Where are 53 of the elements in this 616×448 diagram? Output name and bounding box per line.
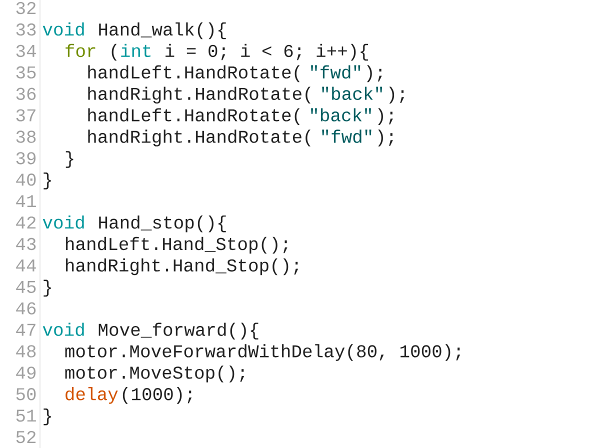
line-number: 33 xyxy=(16,23,36,36)
code-text: motor.MoveForwardWithDelay(80, 1000); xyxy=(65,344,460,361)
code-keyword: void xyxy=(42,322,84,336)
code-text: handRight.HandRotate( xyxy=(88,130,310,146)
line-number: 46 xyxy=(16,302,36,314)
line-number: 52 xyxy=(16,430,36,444)
code-text: ); xyxy=(367,65,382,82)
code-keyword: int xyxy=(121,44,150,58)
line-number: 47 xyxy=(16,324,36,336)
line-number: 37 xyxy=(16,109,36,122)
code-text: Move_forward(){ xyxy=(98,322,258,340)
code-text: Hand_stop(){ xyxy=(99,215,226,232)
code-function: delay xyxy=(66,387,118,404)
code-text: ); xyxy=(378,108,393,125)
line-number: 39 xyxy=(16,152,36,164)
line-number: 48 xyxy=(16,345,36,358)
code-text: handLeft.HandRotate( xyxy=(88,65,300,82)
code-text: handRight.Hand_Stop(); xyxy=(66,258,298,276)
code-string: "back" xyxy=(311,108,371,122)
code-string: "fwd" xyxy=(311,65,360,79)
code-text: ( xyxy=(112,44,117,61)
code-text: handLeft.Hand_Stop(); xyxy=(66,236,288,254)
code-text: (1000); xyxy=(122,387,192,404)
code-keyword: for xyxy=(66,44,96,58)
line-number: 44 xyxy=(16,260,36,272)
line-number: 49 xyxy=(16,366,36,379)
code-text: } xyxy=(44,172,51,190)
line-number: 34 xyxy=(16,44,36,58)
code-text: handLeft.HandRotate( xyxy=(88,108,300,125)
code-text: motor.MoveStop(); xyxy=(65,366,244,382)
line-number: 40 xyxy=(16,174,36,186)
line-number: 42 xyxy=(16,216,36,228)
code-text: } xyxy=(44,280,51,297)
line-number: 45 xyxy=(16,281,36,294)
line-number: 38 xyxy=(16,130,36,143)
code-text: i = 0; i < 6; i++){ xyxy=(166,44,368,61)
code-text: ); xyxy=(389,86,404,104)
line-number: 51 xyxy=(16,410,36,422)
code-string: "fwd" xyxy=(322,130,372,143)
line-number: 43 xyxy=(16,238,36,250)
code-text: handRight.HandRotate( xyxy=(88,86,310,104)
code-string: "back" xyxy=(322,86,382,100)
line-number: 32 xyxy=(16,2,36,14)
code-text: ); xyxy=(378,130,393,146)
code-keyword: void xyxy=(42,215,84,229)
code-keyword: void xyxy=(42,22,84,36)
line-number: 50 xyxy=(16,388,36,400)
line-number: 35 xyxy=(16,66,36,79)
code-text: } xyxy=(66,151,74,168)
code-text: Hand_walk(){ xyxy=(99,22,226,40)
line-number: 36 xyxy=(16,88,36,100)
line-number: 41 xyxy=(16,195,36,208)
code-text: } xyxy=(44,408,51,426)
